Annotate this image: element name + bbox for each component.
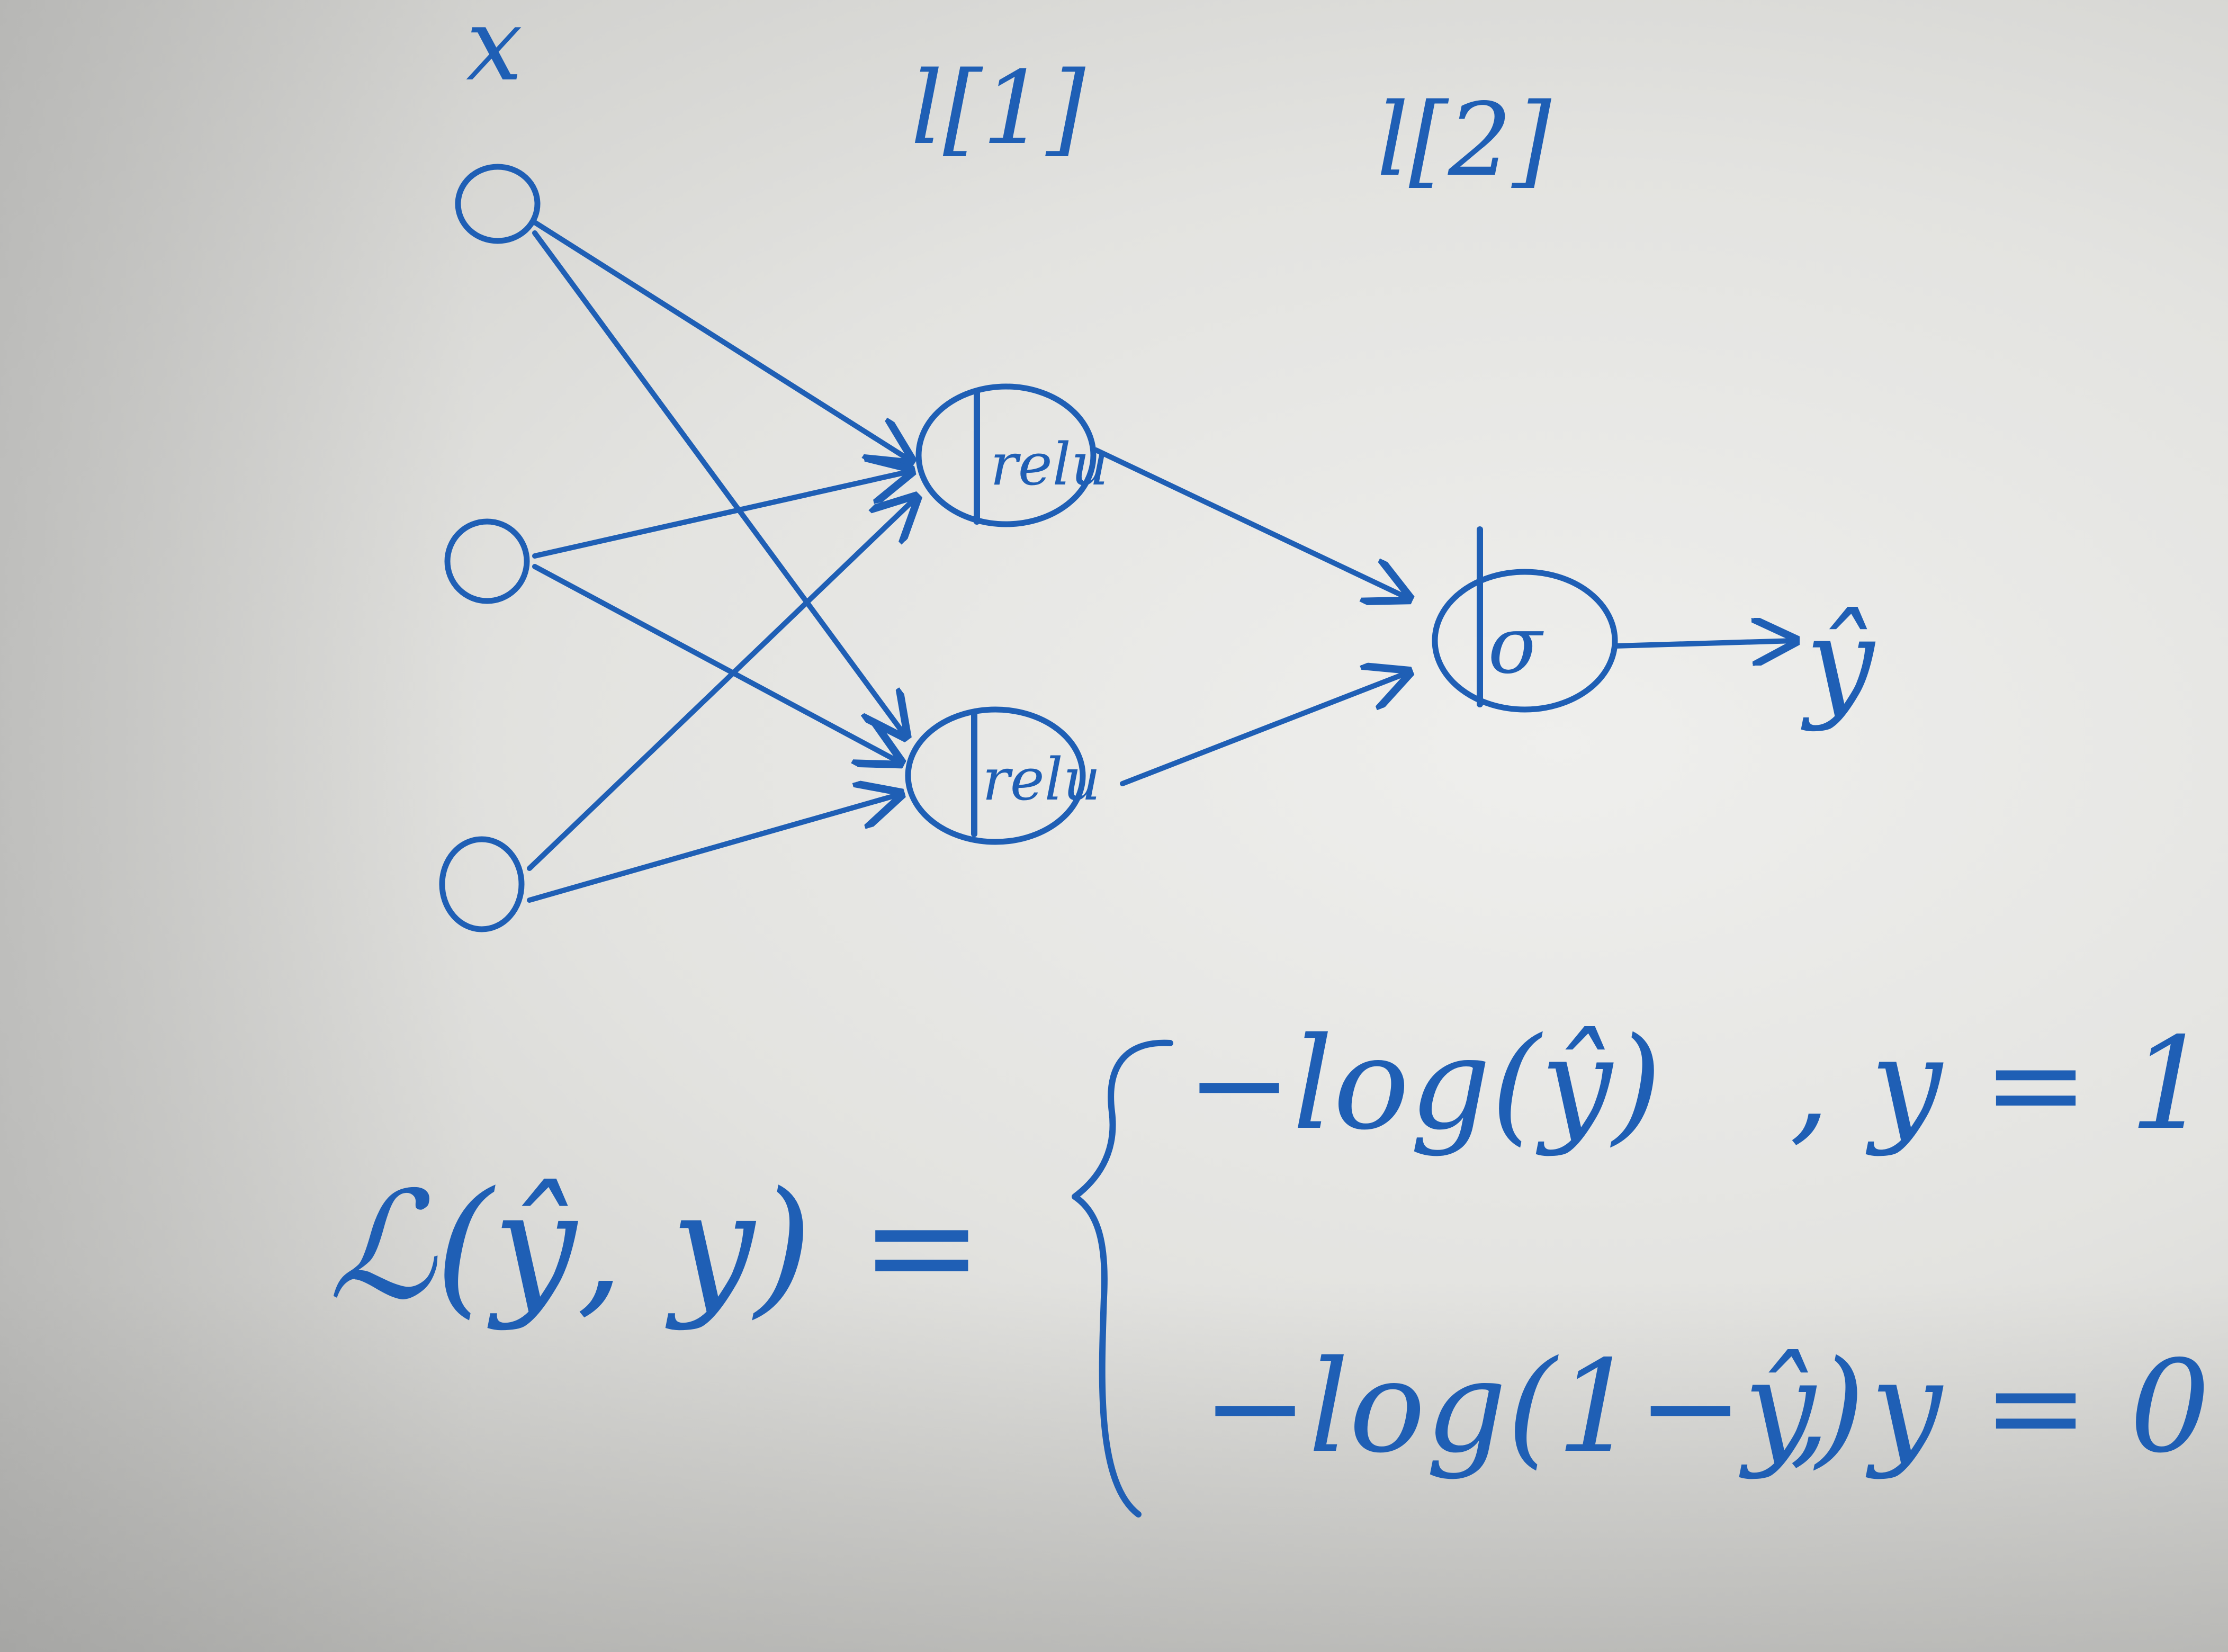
output-unit-circle xyxy=(1432,569,1618,713)
case1-condition: , y = 1 xyxy=(1790,1010,2211,1158)
edge-x3-h2 xyxy=(527,794,900,903)
hidden-unit-2: relu xyxy=(905,706,1101,845)
case1-expression: −log(ŷ) xyxy=(1186,1010,1662,1158)
edge-x3-h1 xyxy=(527,498,916,871)
paper-shadow-left xyxy=(0,0,477,1652)
case2-expression: −log(1−ŷ) xyxy=(1202,1333,1865,1481)
hidden-unit-1-circle xyxy=(915,383,1097,527)
hidden-unit-2-activation: relu xyxy=(982,746,1101,813)
edge-x2-h1 xyxy=(532,471,911,559)
hidden-unit-1-activation: relu xyxy=(990,430,1109,498)
case2-condition: , y = 0 xyxy=(1790,1333,2211,1481)
input-layer-label: x xyxy=(466,0,523,103)
output-label: ŷ xyxy=(1801,592,1876,733)
loss-formula: ℒ(ŷ, y) = −log(ŷ) , y = 1 −log(1−ŷ) , y … xyxy=(328,1010,2211,1518)
input-node-1 xyxy=(455,164,541,244)
connections-input-hidden xyxy=(527,220,916,903)
edge-h2-out xyxy=(1120,672,1408,786)
edge-x2-h2 xyxy=(532,564,900,762)
output-unit-activation: σ xyxy=(1488,599,1544,692)
layer2-label: l[2] xyxy=(1377,82,1552,199)
hidden-unit-2-circle xyxy=(905,706,1086,845)
case-brace xyxy=(1072,1039,1173,1518)
connections-hidden-output xyxy=(1093,447,1795,786)
edge-h1-out xyxy=(1093,447,1408,598)
edge-x1-h2 xyxy=(532,230,905,736)
hidden-unit-1: relu xyxy=(915,383,1109,527)
edge-x1-h1 xyxy=(532,220,911,461)
layer1-label: l[1] xyxy=(911,50,1086,167)
input-node-2 xyxy=(444,518,530,604)
output-unit: σ xyxy=(1432,526,1618,713)
loss-lhs: ℒ(ŷ, y) = xyxy=(328,1160,984,1333)
edge-out-yhat xyxy=(1612,641,1795,646)
input-node-3 xyxy=(439,836,525,932)
